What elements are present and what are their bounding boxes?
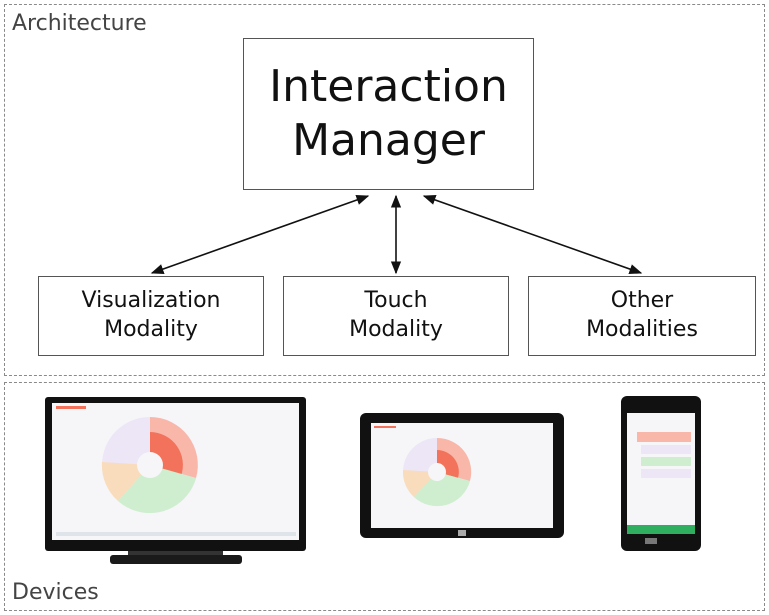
other-modalities-line1: Other	[610, 288, 674, 314]
tablet-device	[360, 413, 564, 538]
devices-label: Devices	[12, 580, 99, 605]
interaction-manager-box: Interaction Manager	[243, 38, 534, 190]
interaction-manager-line1: Interaction	[269, 61, 508, 113]
tablet-sunburst-chart	[402, 437, 472, 507]
other-modalities-line2: Modalities	[586, 317, 698, 342]
arrow-manager-other	[422, 195, 643, 274]
devices-section	[4, 382, 765, 611]
touch-modality-line1: Touch	[364, 288, 428, 314]
other-modalities-box: Other Modalities	[528, 276, 756, 356]
visualization-modality-box: Visualization Modality	[38, 276, 264, 356]
tv-device	[45, 397, 306, 564]
touch-modality-box: Touch Modality	[283, 276, 509, 356]
visualization-modality-line2: Modality	[104, 317, 198, 342]
interaction-manager-line2: Manager	[292, 115, 485, 166]
arrow-manager-visualization	[150, 195, 370, 274]
architecture-section	[4, 4, 765, 376]
visualization-modality-line1: Visualization	[81, 288, 221, 314]
tv-sunburst-chart	[101, 417, 198, 514]
phone-device	[621, 396, 701, 551]
touch-modality-line2: Modality	[349, 317, 443, 342]
architecture-label: Architecture	[12, 11, 147, 36]
